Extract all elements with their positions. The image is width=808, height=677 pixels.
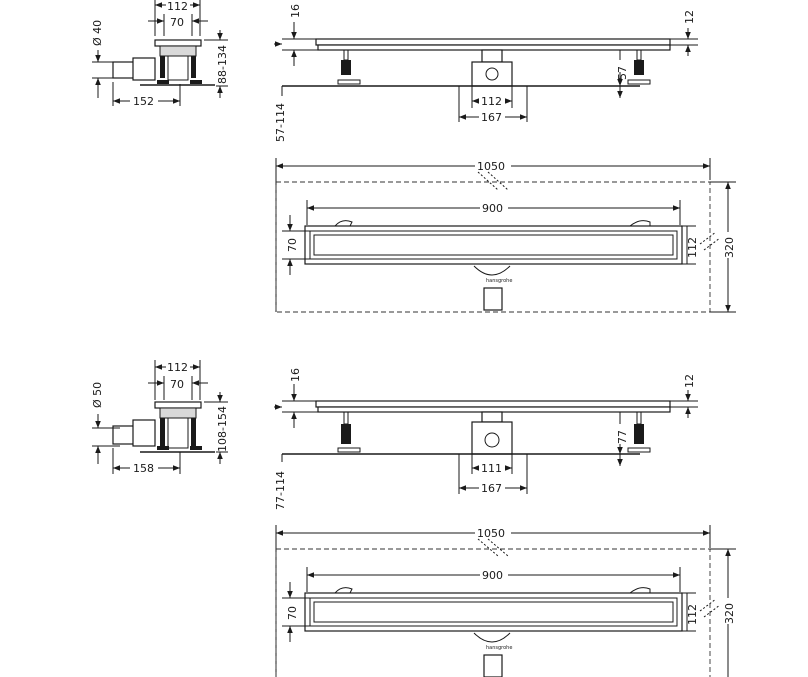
dim-1050-2: 1050 — [477, 527, 505, 540]
dim-112-side-2: 112 — [167, 361, 188, 374]
dim-57: 57 — [616, 66, 629, 80]
dim-12-1: 12 — [683, 10, 696, 24]
front-view-2: 16 12 77 77-114 111 167 — [274, 368, 698, 510]
dim-77-114: 77-114 — [274, 471, 287, 510]
dim-112-side-1: 112 — [167, 0, 188, 13]
dim-70-top-1: 70 — [286, 238, 299, 252]
dim-height-side-2: 108-154 — [216, 406, 229, 452]
dim-900-2: 900 — [482, 569, 503, 582]
dim-112-front-1: 112 — [481, 95, 502, 108]
dim-70-side-1: 70 — [170, 16, 184, 29]
dim-12-2: 12 — [683, 374, 696, 388]
dim-112-top-1: 112 — [686, 237, 699, 258]
dim-dia-40: Ø 40 — [91, 20, 104, 46]
svg-text:hansgrohe: hansgrohe — [486, 278, 512, 284]
svg-text:hansgrohe: hansgrohe — [486, 645, 512, 651]
top-view-1: 1050 900 hansgrohe — [275, 158, 736, 313]
dim-16-2: 16 — [289, 368, 302, 382]
side-view-2: 112 70 Ø 50 108-154 — [91, 360, 229, 475]
dim-dia-50: Ø 50 — [91, 382, 104, 408]
dim-height-side-1: 88-134 — [216, 45, 229, 84]
dim-1050-1: 1050 — [477, 160, 505, 173]
dim-70-side-2: 70 — [170, 378, 184, 391]
dim-167-front-2: 167 — [481, 482, 502, 495]
front-view-1: 16 12 57 57-114 112 — [274, 4, 698, 142]
dim-900-1: 900 — [482, 202, 503, 215]
dim-112-top-2: 112 — [686, 604, 699, 625]
top-view-2: 1050 900 hansgrohe 70 112 — [275, 525, 736, 677]
dim-111-front-2: 111 — [481, 462, 502, 475]
dim-320-2: 320 — [723, 603, 736, 624]
dim-320-1: 320 — [723, 237, 736, 258]
dim-16-1: 16 — [289, 4, 302, 18]
dim-77: 77 — [616, 430, 629, 444]
dim-158: 158 — [133, 462, 154, 475]
variant-1: 112 70 Ø 40 88-134 — [91, 0, 736, 313]
dim-152: 152 — [133, 95, 154, 108]
side-view-1: 112 70 Ø 40 88-134 — [91, 0, 229, 108]
dim-57-114: 57-114 — [274, 103, 287, 142]
variant-2: 112 70 Ø 50 108-154 — [91, 360, 736, 677]
dim-70-top-2: 70 — [286, 606, 299, 620]
dim-167-front-1: 167 — [481, 111, 502, 124]
